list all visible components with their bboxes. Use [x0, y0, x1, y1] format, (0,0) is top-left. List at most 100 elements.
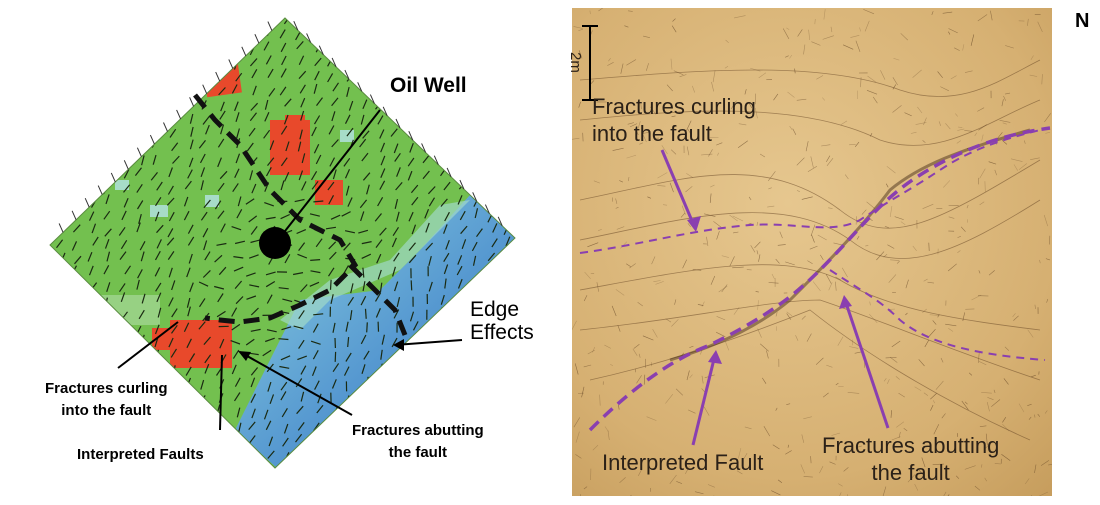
fracture-stroke [91, 46, 95, 55]
fracture-stroke [138, 58, 145, 66]
fracture-stroke [141, 465, 146, 474]
fracture-stroke [300, 451, 305, 460]
fracture-stroke [361, 45, 364, 55]
fracture-stroke [492, 112, 495, 122]
photo-interpreted-fault-label: Interpreted Fault [602, 450, 763, 476]
fracture-stroke [57, 184, 60, 194]
fracture-stroke [60, 71, 63, 81]
fracture-stroke [105, 57, 108, 67]
fracture-stroke [365, 15, 370, 24]
fracture-stroke [59, 45, 64, 54]
fracture-stroke [135, 126, 141, 134]
fracture-stroke [505, 142, 508, 151]
fracture-stroke [317, 448, 322, 457]
fracture-stroke [72, 18, 76, 27]
fracture-stroke [62, 213, 67, 222]
fracture-stroke [510, 30, 513, 39]
fracture-stroke [87, 114, 93, 122]
fracture-stroke [107, 115, 112, 124]
fracture-stroke [462, 365, 463, 375]
fracture-stroke [78, 111, 81, 121]
fracture-stroke [74, 462, 79, 471]
fracture-stroke [157, 128, 163, 136]
fracture-stroke [74, 325, 81, 332]
fracture-stroke [104, 43, 109, 52]
fracture-stroke [444, 395, 449, 403]
fracture-stroke [367, 73, 370, 83]
fracture-stroke [505, 210, 510, 219]
edge-tick [229, 59, 233, 68]
fracture-stroke [59, 153, 63, 162]
fracture-stroke [471, 116, 478, 123]
fracture-stroke [441, 59, 448, 67]
fracture-stroke [42, 254, 44, 264]
fracture-stroke [174, 464, 177, 474]
fracture-stroke [203, 466, 208, 475]
fracture-stroke [93, 463, 97, 472]
fracture-stroke [103, 84, 109, 92]
fracture-stroke [107, 337, 111, 346]
fracture-stroke [425, 406, 430, 415]
fracture-stroke [509, 379, 512, 389]
fracture-stroke [206, 433, 209, 443]
fracture-stroke [367, 322, 368, 332]
fracture-stroke [490, 268, 495, 276]
fracture-stroke [414, 59, 418, 68]
fracture-stroke [94, 143, 97, 153]
fracture-stroke [464, 382, 465, 392]
fracture-stroke [139, 113, 142, 122]
fracture-stroke [170, 15, 173, 25]
fractures-curling-line-2: into the fault [45, 400, 168, 422]
fracture-stroke [42, 461, 48, 469]
fracture-stroke [510, 351, 513, 360]
fracture-stroke [398, 406, 400, 416]
fracture-stroke [137, 86, 141, 95]
fracture-stroke [185, 423, 189, 432]
fracture-stroke [168, 27, 173, 36]
fracture-stroke [89, 354, 96, 362]
fracture-stroke [511, 451, 513, 461]
fracture-stroke [109, 102, 114, 111]
light-patch [205, 195, 219, 207]
fracture-stroke [122, 145, 129, 152]
fracture-stroke [490, 452, 495, 460]
fracture-stroke [139, 71, 142, 81]
fracture-stroke [41, 437, 44, 447]
fracture-stroke [429, 127, 432, 137]
fractures-curling-label: Fractures curling into the fault [45, 378, 168, 422]
fracture-stroke [489, 437, 491, 447]
fracture-stroke [71, 183, 78, 191]
fracture-stroke [221, 44, 226, 53]
fracture-stroke [472, 72, 478, 80]
fracture-stroke [310, 260, 320, 261]
fracture-stroke [493, 419, 494, 429]
fracture-stroke [364, 84, 369, 93]
fracture-stroke [426, 363, 428, 373]
fracture-stroke [57, 140, 60, 150]
fracture-stroke [89, 324, 92, 334]
fracture-stroke [489, 15, 493, 24]
fracture-stroke [510, 366, 511, 376]
fracture-stroke [200, 410, 206, 418]
fracture-stroke [329, 14, 336, 21]
fracture-stroke [478, 381, 479, 391]
fracture-stroke [58, 127, 65, 134]
fracture-stroke [236, 42, 241, 50]
fracture-stroke [57, 421, 62, 429]
fracture-stroke [125, 340, 131, 348]
fracture-stroke [76, 337, 81, 346]
fracture-stroke [445, 377, 449, 386]
fracture-stroke [409, 392, 414, 401]
fracture-stroke [488, 84, 494, 92]
fracture-stroke [455, 42, 461, 50]
fracture-stroke [218, 27, 223, 35]
fracture-stroke [173, 423, 176, 433]
edge-tick [268, 22, 272, 31]
edge-effects-label: Edge Effects [470, 298, 534, 344]
fracture-stroke [156, 28, 163, 35]
fracture-stroke [77, 59, 83, 67]
fracture-stroke [445, 100, 450, 109]
fracture-stroke [76, 367, 80, 376]
fracture-stroke [472, 98, 478, 106]
fracture-stroke [169, 396, 174, 405]
